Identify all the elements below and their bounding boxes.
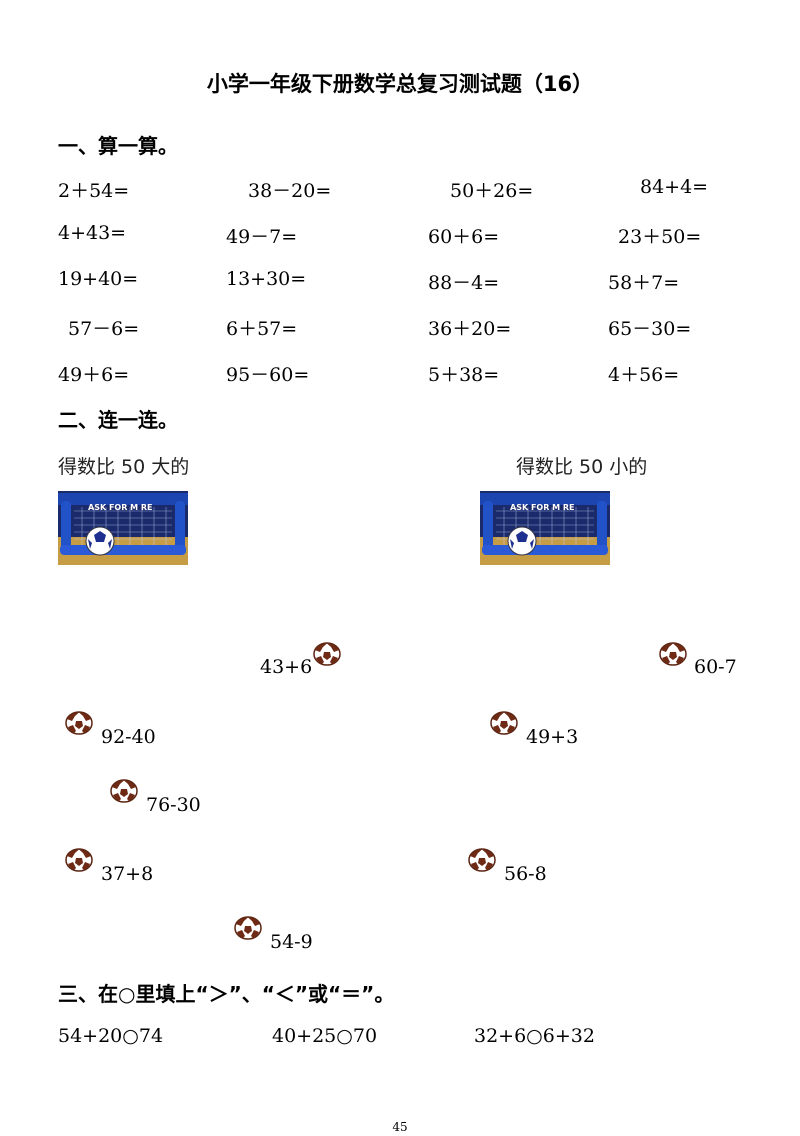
problem: 95－60=: [226, 364, 310, 386]
problem: 4＋56=: [608, 364, 680, 386]
problem: 23＋50=: [618, 226, 702, 248]
ball-expression: 56-8: [504, 863, 547, 885]
problem: 2＋54=: [58, 180, 130, 202]
ball-expression: 54-9: [270, 931, 313, 953]
section3-heading: 三、在○里填上“＞”、“＜”或“＝”。: [58, 982, 395, 1006]
ball-expression: 37+8: [101, 863, 154, 885]
problem: 58＋7=: [608, 272, 680, 294]
soccer-ball-icon[interactable]: [65, 848, 93, 872]
ball-expression: 43+6: [260, 656, 313, 678]
ball-expression: 76-30: [146, 794, 201, 816]
left-goal-image: ASK FOR M RE: [58, 491, 188, 569]
soccer-ball-icon[interactable]: [490, 711, 518, 735]
ball-expression: 92-40: [101, 726, 156, 748]
problem: 4+43=: [58, 222, 127, 244]
problem: 49－7=: [226, 226, 298, 248]
problem: 19+40=: [58, 268, 139, 290]
soccer-ball-icon[interactable]: [234, 916, 262, 940]
problem: 6＋57=: [226, 318, 298, 340]
goal-banner-text: ASK FOR M RE: [510, 503, 575, 512]
goal-banner-text: ASK FOR M RE: [88, 503, 153, 512]
page-number: 45: [392, 1120, 408, 1134]
problem: 36＋20=: [428, 318, 512, 340]
problem: 38－20=: [248, 180, 332, 202]
problem: 13+30=: [226, 268, 307, 290]
problem: 84+4=: [640, 176, 709, 198]
soccer-ball-icon[interactable]: [659, 642, 687, 666]
right-goal-image: ASK FOR M RE: [480, 491, 610, 569]
compare-item: 54+20○74: [58, 1025, 164, 1047]
problem: 57－6=: [68, 318, 140, 340]
section2-heading: 二、连一连。: [58, 408, 178, 432]
ball-expression: 60-7: [694, 656, 737, 678]
soccer-ball-icon[interactable]: [468, 848, 496, 872]
soccer-ball-icon[interactable]: [313, 642, 341, 666]
soccer-ball-icon[interactable]: [65, 711, 93, 735]
soccer-ball-icon[interactable]: [110, 779, 138, 803]
page-title: 小学一年级下册数学总复习测试题（16）: [206, 72, 594, 96]
compare-item: 32+6○6+32: [474, 1025, 595, 1047]
problem: 49＋6=: [58, 364, 130, 386]
problem: 60＋6=: [428, 226, 500, 248]
problem: 88－4=: [428, 272, 500, 294]
left-goal-label: 得数比 50 大的: [58, 456, 190, 478]
section1-heading: 一、算一算。: [58, 134, 178, 158]
right-goal-label: 得数比 50 小的: [516, 456, 648, 478]
compare-item: 40+25○70: [272, 1025, 378, 1047]
problem: 50＋26=: [450, 180, 534, 202]
problem: 5＋38=: [428, 364, 500, 386]
problem: 65－30=: [608, 318, 692, 340]
ball-expression: 49+3: [526, 726, 579, 748]
